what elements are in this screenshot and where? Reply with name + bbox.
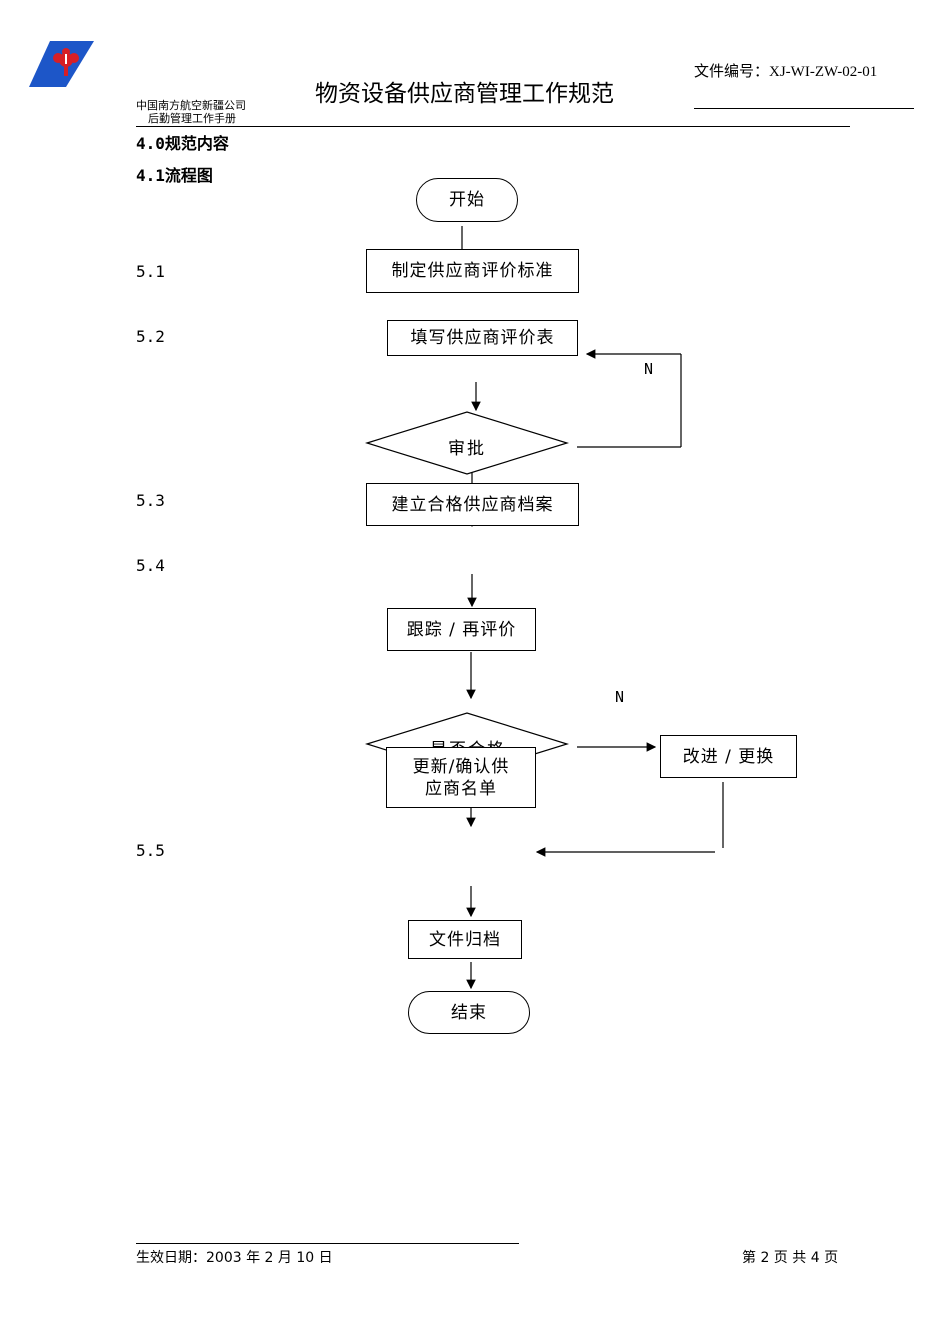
define-criteria-box: 制定供应商评价标准	[366, 249, 579, 293]
company-name: 中国南方航空新疆公司 后勤管理工作手册	[136, 99, 246, 125]
footer-divider	[136, 1243, 519, 1244]
fill-form-box: 填写供应商评价表	[387, 320, 578, 356]
step-label-5-1: 5.1	[136, 262, 165, 281]
update-supplier-list-box: 更新/确认供 应商名单	[386, 747, 536, 808]
company-line-2: 后勤管理工作手册	[148, 112, 236, 125]
improve-replace-box: 改进 / 更换	[660, 735, 797, 778]
end-node: 结束	[408, 991, 530, 1034]
page-number: 第 2 页 共 4 页	[742, 1250, 839, 1266]
no-label-qualified: N	[615, 688, 625, 706]
start-node: 开始	[416, 178, 518, 222]
effective-date: 生效日期：2003 年 2 月 10 日	[136, 1250, 333, 1266]
header-divider	[136, 126, 850, 127]
update-list-line-1: 更新/确认供	[412, 756, 510, 777]
decision-approve-shape	[364, 411, 570, 475]
airline-logo	[29, 41, 94, 87]
file-archive-box: 文件归档	[408, 920, 522, 959]
update-list-line-2: 应商名单	[425, 778, 497, 799]
document-title: 物资设备供应商管理工作规范	[315, 81, 614, 107]
build-archive-box: 建立合格供应商档案	[366, 483, 579, 526]
step-label-5-3: 5.3	[136, 491, 165, 510]
track-reevaluate-box: 跟踪 / 再评价	[387, 608, 536, 651]
kapok-flower-icon	[53, 48, 79, 76]
step-label-5-2: 5.2	[136, 327, 165, 346]
step-label-5-4: 5.4	[136, 556, 165, 575]
doc-number-underline	[694, 108, 914, 109]
step-label-5-5: 5.5	[136, 841, 165, 860]
section-heading-4-1: 4.1流程图	[136, 166, 213, 185]
company-line-1: 中国南方航空新疆公司	[136, 99, 246, 112]
approve-decision-label: 审批	[448, 439, 486, 459]
document-number: 文件编号：XJ-WI-ZW-02-01	[694, 64, 878, 80]
no-label-approve: N	[644, 360, 654, 378]
section-heading-4-0: 4.0规范内容	[136, 134, 229, 153]
